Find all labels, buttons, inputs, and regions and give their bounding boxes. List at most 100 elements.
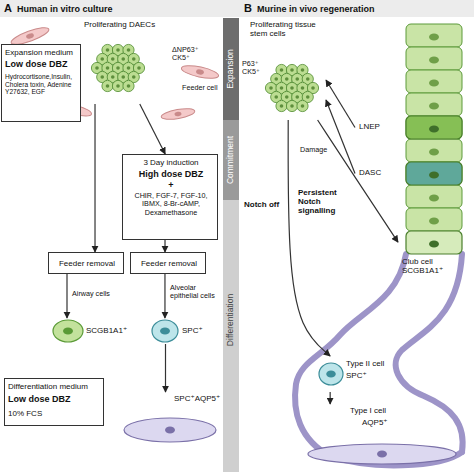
node-text: +	[123, 180, 219, 190]
cell-nucleus	[106, 84, 110, 88]
cell-nucleus	[311, 86, 315, 90]
cell-nucleus	[429, 57, 439, 64]
cell-nucleus	[121, 75, 125, 79]
cell-body	[319, 363, 343, 385]
cell-nucleus	[429, 195, 439, 202]
cell-nucleus	[306, 77, 310, 81]
cell-nucleus	[116, 48, 120, 52]
node-text: Proliferating tissue stem cells	[250, 20, 326, 38]
cell-nucleus	[137, 66, 141, 70]
node-text: Hydrocortisone,Insulin, Cholera toxin, A…	[5, 73, 79, 96]
node-text: P63⁺ CK5⁺	[242, 60, 264, 77]
node-text: Club cell SCGB1A1⁺	[402, 257, 470, 275]
edge-label: Notch off	[244, 200, 288, 209]
cell-nucleus	[111, 57, 115, 61]
annotation-label: Human in vitro culture	[17, 4, 113, 14]
cell-nucleus	[429, 172, 439, 179]
node-text: Proliferating DAECs	[84, 20, 204, 29]
epithelial-cell	[406, 93, 462, 116]
cell-node: SCGB1A1⁺	[52, 318, 132, 344]
cell-nucleus	[285, 95, 289, 99]
node-text: AQP5⁺	[362, 418, 422, 427]
alveolar-membrane	[396, 254, 463, 452]
cell-nucleus	[100, 75, 104, 79]
node-text: Low dose DBZ	[8, 394, 102, 404]
cell-nucleus	[301, 68, 305, 72]
cell-nucleus	[111, 75, 115, 79]
cell-node: Proliferating tissue stem cellsP63⁺ CK5⁺	[242, 20, 326, 120]
phase-bar	[223, 120, 239, 200]
epithelial-cell	[406, 231, 462, 254]
cell-nucleus	[429, 172, 439, 179]
epithelial-cell	[406, 162, 462, 185]
arrow-connector	[330, 392, 331, 404]
edge-label: Alveolar epithelial cells	[170, 284, 220, 301]
arrow-connector	[288, 120, 330, 356]
epithelial-cell	[406, 185, 462, 208]
cell-nucleus	[280, 86, 284, 90]
cell-node: Club cell SCGB1A1⁺	[398, 231, 474, 287]
stem-cell	[123, 80, 134, 91]
cell-nucleus	[295, 77, 299, 81]
cell-body	[308, 444, 456, 464]
cell-nucleus	[429, 126, 439, 133]
cell-nucleus	[127, 84, 131, 88]
node-text: Differentiation medium	[8, 382, 102, 391]
cell-nucleus	[127, 48, 131, 52]
cell-nucleus	[132, 57, 136, 61]
node-text: SPC⁺AQP5⁺	[174, 394, 220, 403]
cell-nucleus	[274, 95, 278, 99]
stem-cell	[286, 100, 297, 111]
edge-label: Airway cells	[72, 290, 132, 298]
node-text: SPC⁺	[346, 371, 394, 380]
cell-nucleus	[429, 241, 439, 248]
cell-nucleus	[116, 66, 120, 70]
phase-bar	[223, 200, 239, 472]
cell-nucleus	[95, 66, 99, 70]
cell-nucleus	[160, 328, 170, 335]
node-text: High dose DBZ	[123, 169, 219, 179]
arrow-connector	[326, 100, 355, 174]
node-text: Low dose DBZ	[5, 59, 79, 69]
cell-body	[124, 418, 216, 442]
edge-label: Persistent Notch signalling	[298, 188, 358, 216]
cell-body	[53, 320, 83, 342]
cell-node: SPC⁺	[150, 318, 212, 344]
cell-nucleus	[116, 84, 120, 88]
feeder-cell-body	[160, 107, 195, 122]
cell-nucleus	[280, 68, 284, 72]
process-box: Differentiation mediumLow dose DBZ10% FC…	[4, 378, 104, 426]
cell-nucleus	[280, 104, 284, 108]
process-box: Expansion mediumLow dose DBZHydrocortiso…	[1, 44, 81, 122]
node-text: Type II cell	[346, 359, 394, 368]
cell-node: Type I cellAQP5⁺	[300, 404, 460, 468]
epithelial-cell	[406, 116, 462, 139]
epithelial-cell	[406, 24, 462, 47]
cell-nucleus	[290, 104, 294, 108]
stem-cell	[112, 80, 123, 91]
cell-nucleus	[274, 77, 278, 81]
node-text: Feeder removal	[131, 259, 207, 268]
cell-nucleus	[306, 95, 310, 99]
epithelial-cell	[406, 162, 462, 185]
process-box: 3 Day inductionHigh dose DBZ+CHIR, FGF-7…	[122, 154, 218, 240]
process-box: Feeder removal	[48, 252, 124, 274]
cell-nucleus	[285, 77, 289, 81]
cell-body	[152, 320, 178, 342]
phase-label: Commitment	[226, 136, 236, 184]
process-box: Feeder removal	[130, 252, 206, 274]
arrow-connector	[94, 104, 95, 252]
cell-nucleus	[429, 103, 439, 110]
annotation-label: B	[244, 2, 252, 15]
cell-nucleus	[100, 57, 104, 61]
cell-nucleus	[165, 427, 175, 434]
epithelial-cell	[406, 47, 462, 70]
node-text: SPC⁺	[182, 326, 212, 335]
node-text: SCGB1A1⁺	[86, 326, 132, 335]
feeder-cell	[160, 107, 195, 122]
cell-nucleus	[106, 48, 110, 52]
annotation-label: A	[4, 2, 12, 15]
cell-nucleus	[429, 80, 439, 87]
cell-nucleus	[429, 218, 439, 225]
cell-nucleus	[301, 86, 305, 90]
